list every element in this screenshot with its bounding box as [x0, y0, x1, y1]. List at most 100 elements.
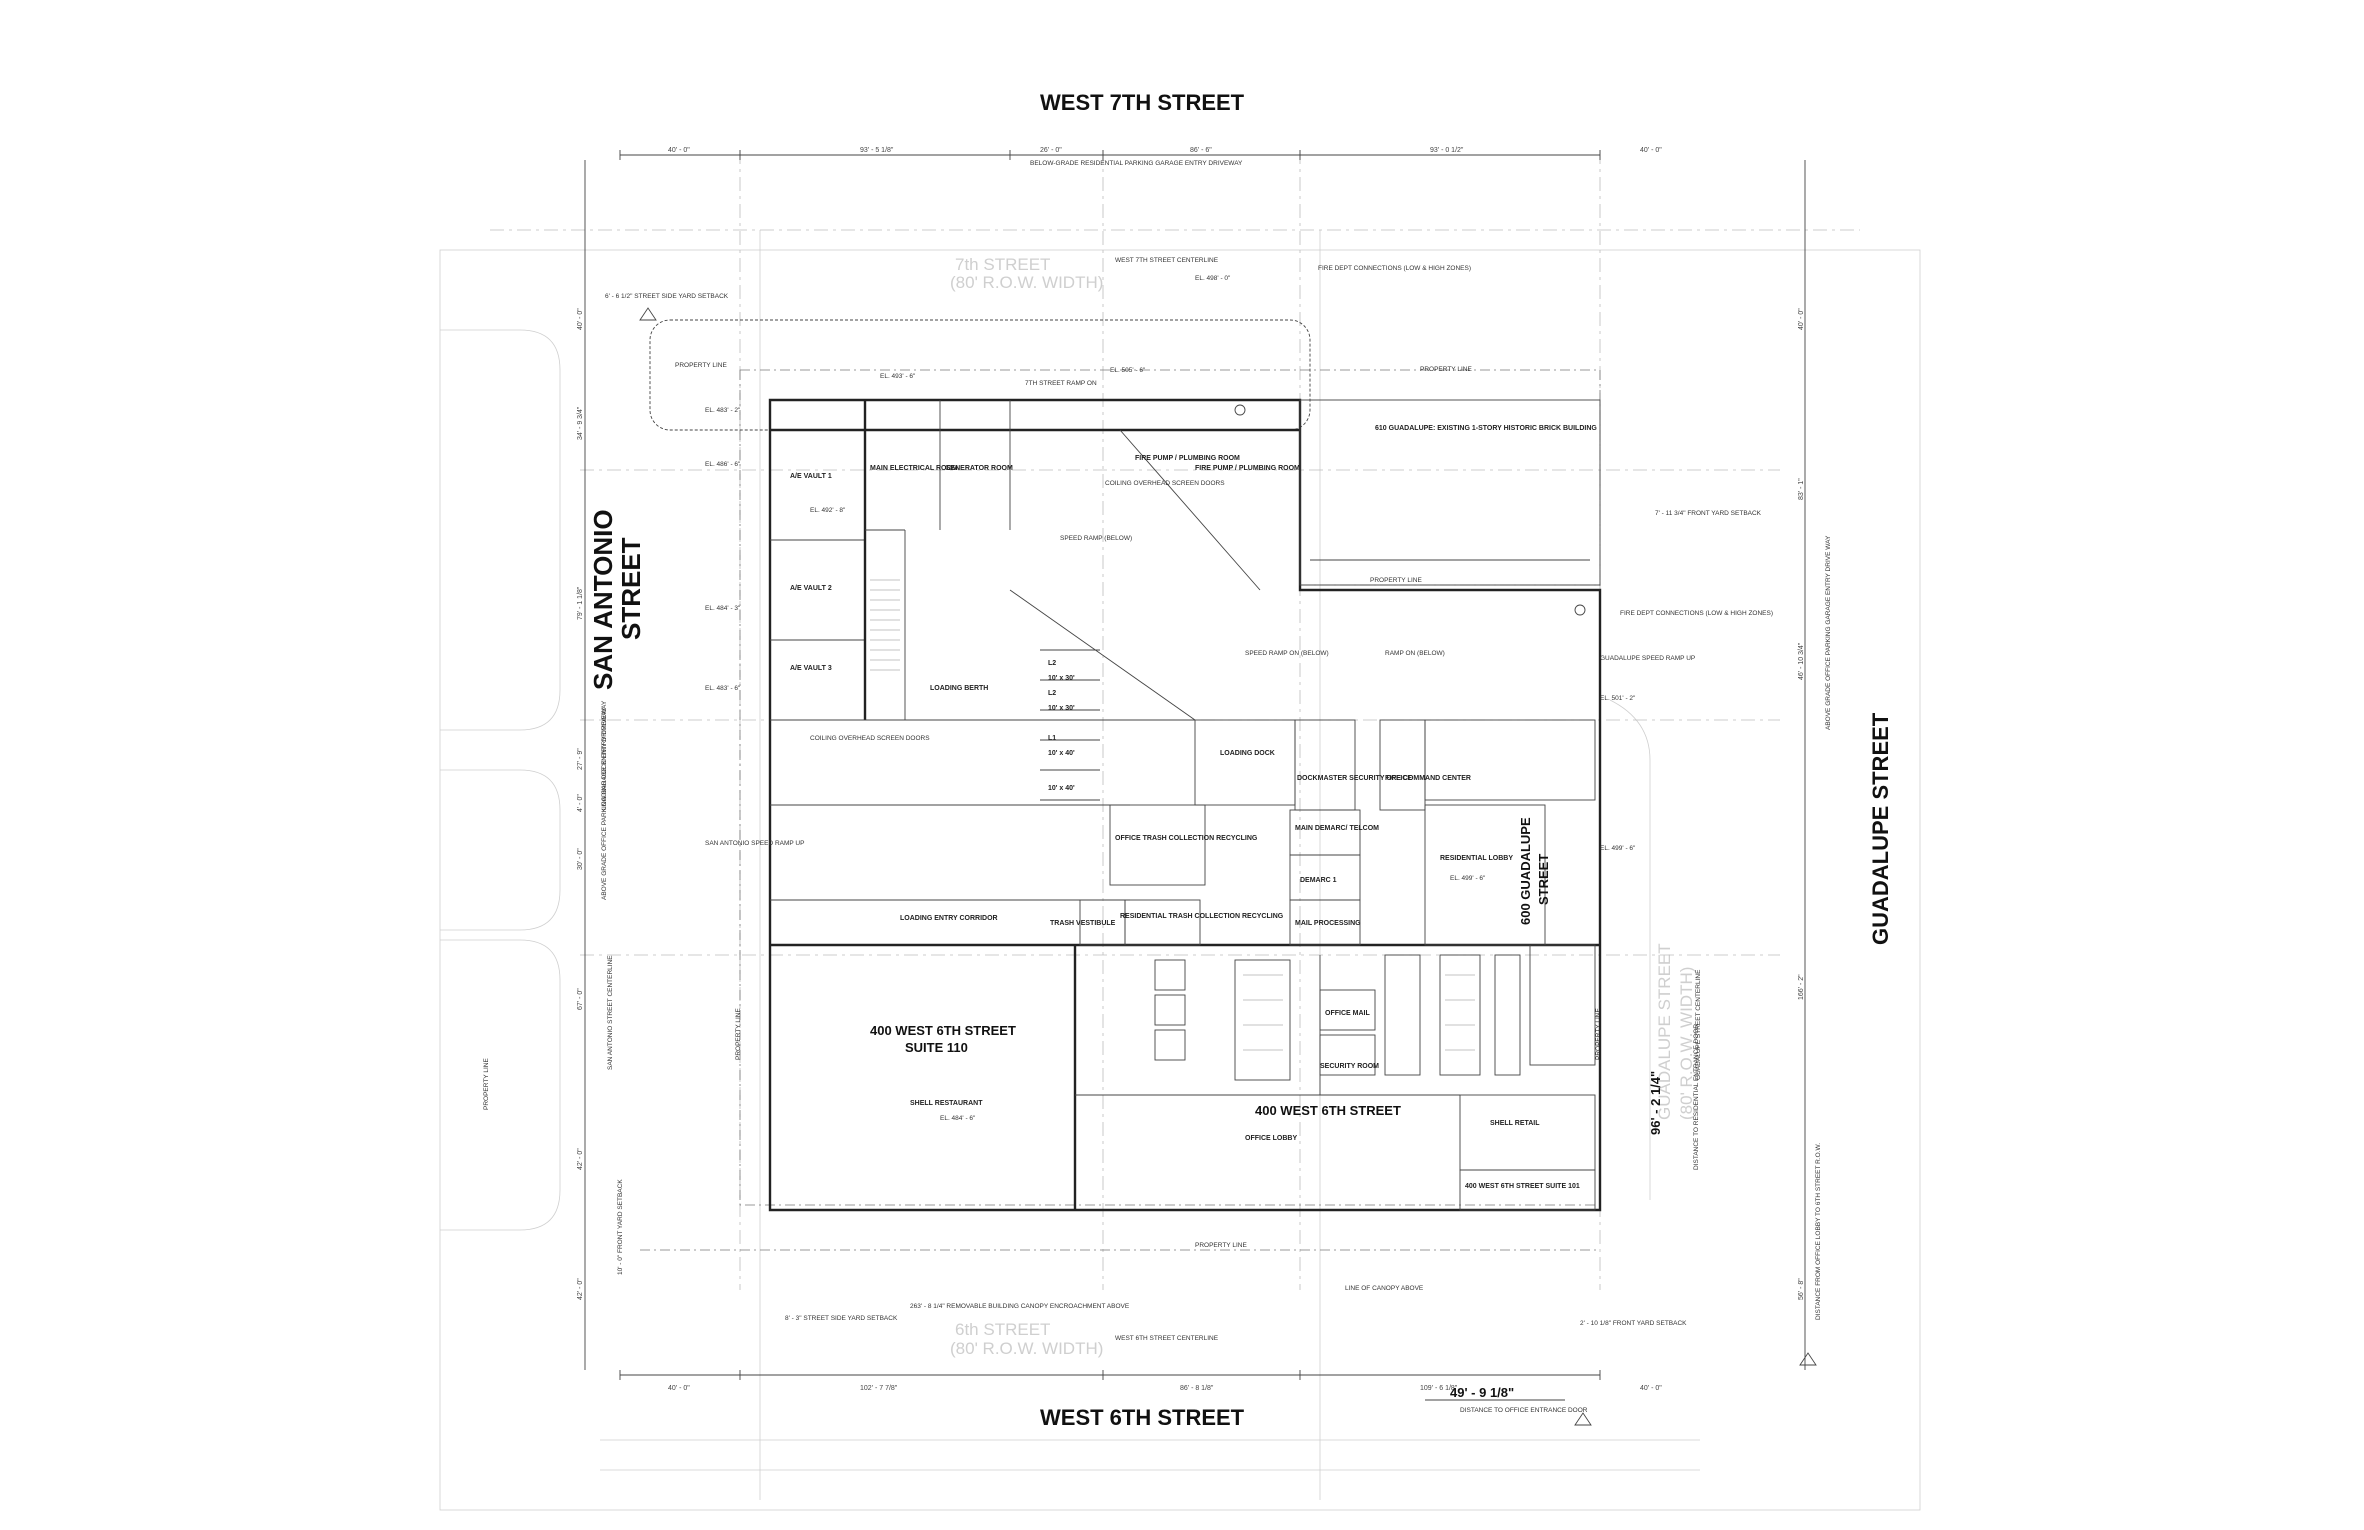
- suite-110-line1: 400 WEST 6TH STREET: [870, 1023, 1016, 1038]
- right-dim-2: 83' - 1": [1798, 478, 1805, 500]
- security-room-label: SECURITY ROOM: [1320, 1063, 1379, 1070]
- left-dim-3: 79' - 1 1/8": [577, 586, 584, 620]
- bottom-dim-4: 109' - 6 1/8": [1420, 1385, 1458, 1392]
- bottom-dim-5: 40' - 0": [1640, 1385, 1662, 1392]
- street-north: WEST 7TH STREET: [1040, 90, 1245, 115]
- bottom-dim-1: 40' - 0": [668, 1385, 690, 1392]
- north-row-width-ghost: (80' R.O.W. WIDTH): [950, 273, 1103, 292]
- top-dim-1: 40' - 0": [668, 147, 690, 154]
- residential-lobby-label: RESIDENTIAL LOBBY: [1440, 855, 1513, 862]
- dist-office-7th-note: DISTANCE FROM OFFICE LOBBY TO 6TH STREET…: [1815, 1143, 1822, 1320]
- trash-vestibule-label: TRASH VESTIBULE: [1050, 920, 1116, 927]
- top-dim-3: 26' - 0": [1040, 147, 1062, 154]
- north-row-ghost: 7th STREET: [955, 255, 1050, 274]
- south-row-ghost: 6th STREET: [955, 1320, 1050, 1339]
- loading-dock-label: LOADING DOCK: [1220, 750, 1275, 757]
- dist-res-note: DISTANCE TO RESIDENTIAL ENTRANCE DOOR: [1693, 1024, 1700, 1170]
- elev-5: EL. 483' - 2": [705, 407, 741, 414]
- right-dim-1: 40' - 0": [1798, 308, 1805, 330]
- main-demarc-label: MAIN DEMARC/ TELCOM: [1295, 825, 1379, 832]
- left-dim-1: 40' - 0": [577, 308, 584, 330]
- office-building-label: 400 WEST 6TH STREET: [1255, 1103, 1401, 1118]
- ae-vault-2-label: A/E VAULT 2: [790, 585, 832, 592]
- setback-nw-note: 6' - 6 1/2" STREET SIDE YARD SETBACK: [605, 293, 729, 300]
- setback-e-note: 7' - 11 3/4" FRONT YARD SETBACK: [1655, 510, 1762, 517]
- fire-pump-2-label: FIRE PUMP / PLUMBING ROOM: [1195, 465, 1300, 472]
- l1-size: 10' x 40': [1048, 750, 1075, 757]
- existing-building-label: 610 GUADALUPE: EXISTING 1-STORY HISTORIC…: [1375, 425, 1597, 432]
- speed-ramp-note: SPEED RAMP (BELOW): [1060, 535, 1132, 542]
- loading-dock-driveway-note: LOADING DOCK ENTRY DRIVEWAY: [601, 700, 608, 810]
- ae-vault-3-label: A/E VAULT 3: [790, 665, 832, 672]
- setback-sw-note: 10' - 0" FRONT YARD SETBACK: [617, 1179, 624, 1275]
- major-labels: 400 WEST 6TH STREET SUITE 110 400 WEST 6…: [870, 817, 1663, 1414]
- right-dim-3: 46' - 10 3/4": [1798, 642, 1805, 680]
- street-west-line2: STREET: [616, 537, 646, 640]
- setback-s-note: 8' - 3" STREET SIDE YARD SETBACK: [785, 1315, 898, 1322]
- mail-processing-label: MAIL PROCESSING: [1295, 920, 1361, 927]
- street-west-line1: SAN ANTONIO: [588, 509, 618, 690]
- bottom-dim-3: 86' - 8 1/8": [1180, 1385, 1214, 1392]
- guadalupe-600-line2: STREET: [1536, 854, 1551, 905]
- gd-speed-ramp-note: GUADALUPE SPEED RAMP UP: [1600, 655, 1695, 662]
- l2-b-label: L2: [1048, 690, 1056, 697]
- elevation-tags: EL. 486' - 6" EL. 492' - 8" EL. 484' - 3…: [705, 275, 1636, 1122]
- l1-b-size: 10' x 40': [1048, 785, 1075, 792]
- loading-entry-label: LOADING ENTRY CORRIDOR: [900, 915, 998, 922]
- ae-vault-1-label: A/E VAULT 1: [790, 473, 832, 480]
- elev-12: EL. 501' - 2": [1600, 695, 1636, 702]
- right-dim-5: 56' - 8": [1798, 1278, 1805, 1300]
- east-row-width-ghost: (80' R.O.W. WIDTH): [1677, 967, 1696, 1120]
- shell-restaurant-label: SHELL RESTAURANT: [910, 1100, 983, 1107]
- east-row-ghost: GUADALUPE STREET: [1655, 943, 1674, 1120]
- centerline-6th: WEST 6TH STREET CENTERLINE: [1115, 1335, 1219, 1342]
- street-south: WEST 6TH STREET: [1040, 1405, 1245, 1430]
- room-labels: A/E VAULT 1 A/E VAULT 2 A/E VAULT 3 MAIN…: [790, 425, 1597, 1190]
- coiling-top-note: COILING OVERHEAD SCREEN DOORS: [1105, 480, 1225, 487]
- left-dim-7: 67' - 0": [577, 988, 584, 1010]
- coiling-left-note: COILING OVERHEAD SCREEN DOORS: [810, 735, 930, 742]
- top-dim-6: 40' - 0": [1640, 147, 1662, 154]
- office-lobby-label: OFFICE LOBBY: [1245, 1135, 1297, 1142]
- bottom-dim-2: 102' - 7 7/8": [860, 1385, 898, 1392]
- context-linework: 7th STREET (80' R.O.W. WIDTH) 6th STREET…: [439, 230, 1921, 1511]
- right-dim-4: 166' - 2": [1798, 974, 1805, 1000]
- elev-11: EL. 498' - 0": [1195, 275, 1231, 282]
- fire-command-label: FIRE COMMAND CENTER: [1385, 775, 1471, 782]
- street-names: WEST 7TH STREET WEST 6TH STREET SAN ANTO…: [588, 90, 1893, 1430]
- fdc-right-note: FIRE DEPT CONNECTIONS (LOW & HIGH ZONES): [1620, 610, 1773, 617]
- generator-label: GENERATOR ROOM: [945, 465, 1013, 472]
- property-line-top-right: PROPERTY LINE: [1420, 366, 1472, 373]
- canopy-encroach-note: 263' - 8 1/4" REMOVABLE BUILDING CANOPY …: [910, 1303, 1130, 1310]
- left-dim-9: 42' - 0": [577, 1278, 584, 1300]
- office-trash-label: OFFICE TRASH COLLECTION RECYCLING: [1115, 835, 1258, 842]
- centerline-san-antonio: SAN ANTONIO STREET CENTERLINE: [607, 955, 614, 1070]
- section-markers: [639, 307, 1817, 1426]
- main-electrical-label: MAIN ELECTRICAL ROOM: [870, 465, 958, 472]
- l2-a-size: 10' x 30': [1048, 675, 1075, 682]
- property-line-mid-right: PROPERTY LINE: [1370, 577, 1422, 584]
- sa-garage-note: ABOVE GRADE OFFICE PARKING GARAGE ENTRY …: [601, 707, 608, 900]
- centerline-guadalupe: GUADALUPE STREET CENTERLINE: [1695, 969, 1702, 1080]
- elev-7: EL. 499' - 6": [1450, 875, 1486, 882]
- residential-trash-label: RESIDENTIAL TRASH COLLECTION RECYCLING: [1120, 913, 1284, 920]
- dimension-strings: 40' - 0" 93' - 5 1/8" 26' - 0" 86' - 6" …: [577, 147, 1806, 1392]
- canopy-note: LINE OF CANOPY ABOVE: [1345, 1285, 1424, 1292]
- elev-6: EL. 484' - 6": [940, 1115, 976, 1122]
- guadalupe-600-line1: 600 GUADALUPE: [1518, 817, 1533, 925]
- street-east: GUADALUPE STREET: [1868, 712, 1893, 945]
- l1-label: L1: [1048, 735, 1056, 742]
- left-dim-8: 42' - 0": [577, 1148, 584, 1170]
- elev-9: EL. 493' - 6": [880, 373, 916, 380]
- speed-ramp-on-note: SPEED RAMP ON (BELOW): [1245, 650, 1329, 657]
- property-line-bottom: PROPERTY LINE: [1195, 1242, 1247, 1249]
- l2-a-label: L2: [1048, 660, 1056, 667]
- elev-2: EL. 492' - 8": [810, 507, 846, 514]
- property-line-far-left: PROPERTY LINE: [483, 1058, 490, 1110]
- l2-b-size: 10' x 30': [1048, 705, 1075, 712]
- property-lines: PROPERTY LINE PROPERTY LINE PROPERTY LIN…: [483, 319, 1602, 1251]
- left-dim-4: 27' - 9": [577, 748, 584, 770]
- south-row-width-ghost: (80' R.O.W. WIDTH): [950, 1339, 1103, 1358]
- property-line-right: PROPERTY LINE: [1595, 1008, 1602, 1060]
- gd-garage-note: ABOVE GRADE OFFICE PARKING GARAGE ENTRY …: [1825, 535, 1832, 730]
